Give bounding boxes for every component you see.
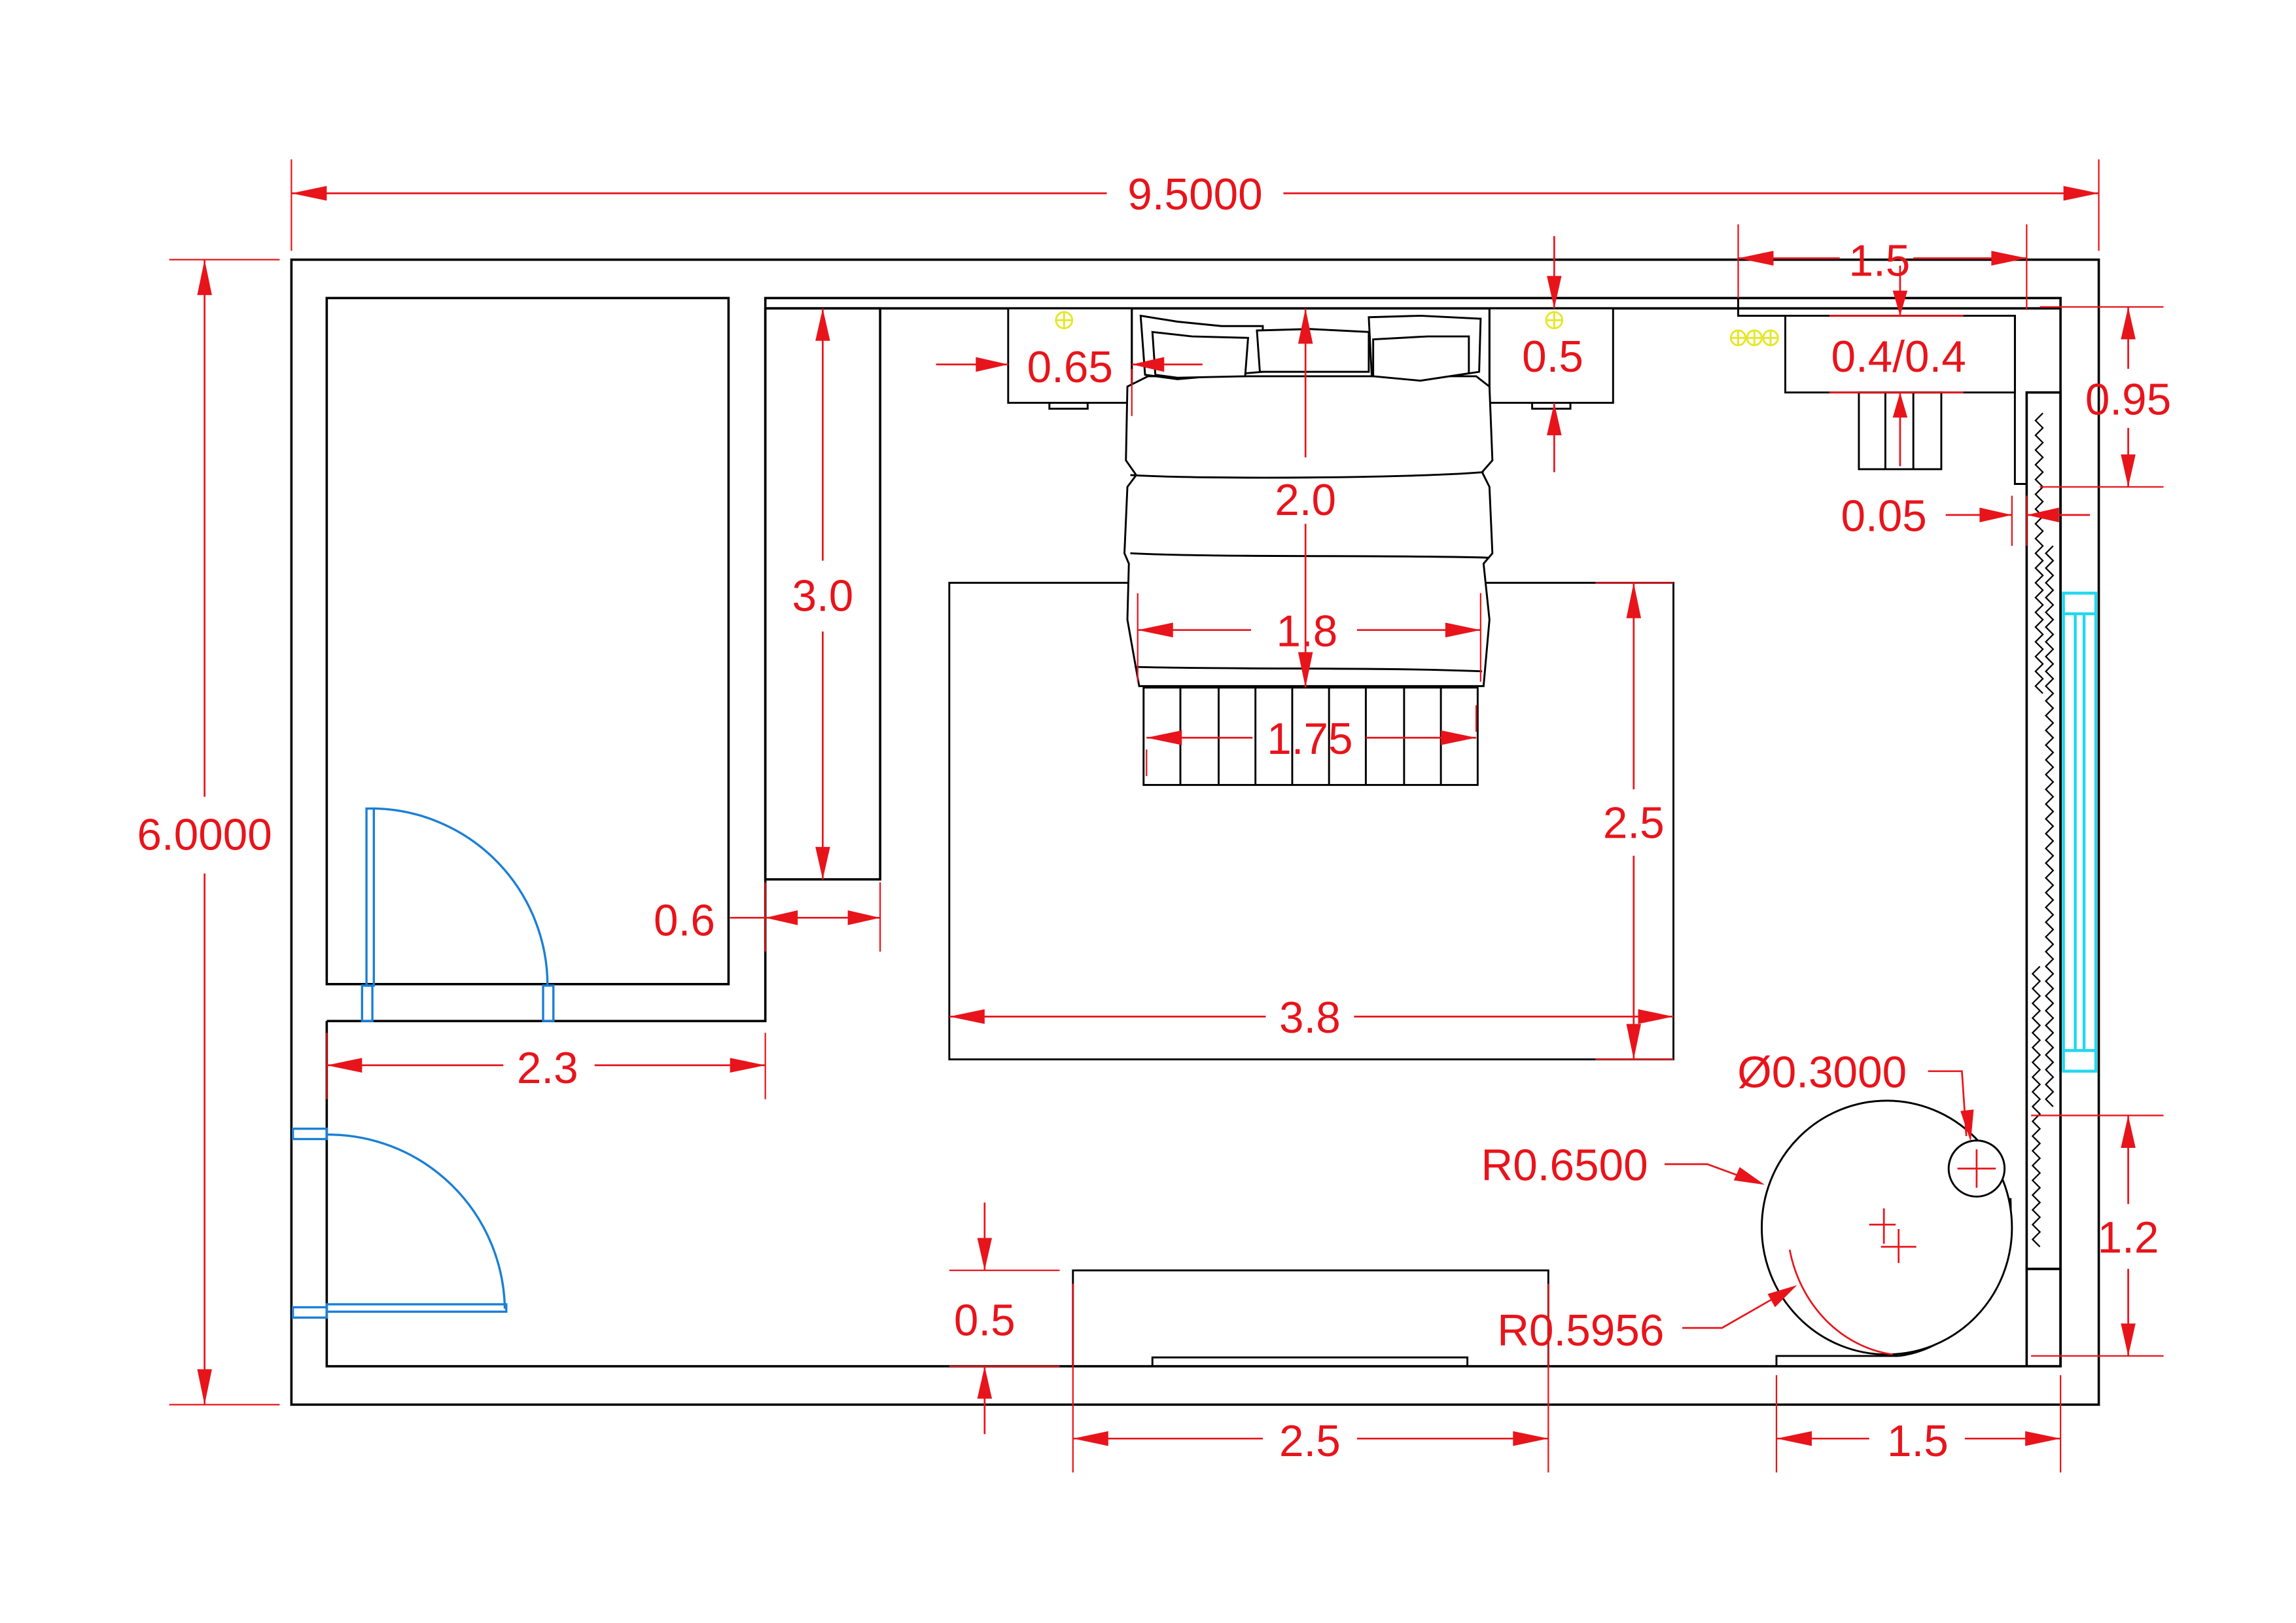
closet-door-leaf [365, 807, 376, 987]
dim-bed-width: 1.8 [1277, 607, 1338, 656]
dim-closet-width: 2.3 [517, 1044, 578, 1093]
lamp-icon [1545, 311, 1564, 330]
closet-door-swing [374, 807, 549, 986]
lamp-icon [1055, 311, 1074, 330]
dim-desk-length: 1.5 [1849, 237, 1911, 286]
dim-rug-width: 3.8 [1279, 993, 1341, 1043]
curtain-zigzag-2 [2045, 545, 2055, 1107]
closet-room [325, 296, 730, 986]
dim-wardrobe-length: 3.0 [792, 571, 853, 620]
dim-wardrobe-depth: 0.6 [654, 896, 715, 945]
pillow [1256, 328, 1370, 373]
window-frame [2062, 592, 2098, 1073]
desk-top [1784, 315, 2016, 394]
desk [1729, 298, 2027, 485]
curtain-zigzag-1 [2034, 412, 2044, 694]
dim-desk-side-depth: 0.95 [2085, 375, 2171, 424]
dim-rug-length: 2.5 [1603, 799, 1665, 848]
corner-cabinet [2025, 1268, 2062, 1368]
dim-overall-height: 6.0000 [137, 811, 272, 860]
entry-door[interactable] [291, 1128, 508, 1319]
bed [1123, 307, 1494, 687]
tv-cabinet [1072, 1269, 1549, 1368]
nightstand-left [1007, 307, 1133, 410]
dim-corner-cabinet-height: 1.2 [2098, 1213, 2159, 1262]
window [2062, 592, 2098, 1073]
dimension-lines [169, 159, 2164, 1473]
dimension-labels: 9.5000 6.0000 3.0 0.6 2.3 0.65 0.5 2.0 1… [137, 170, 2171, 1466]
tv [1151, 1356, 1469, 1368]
dim-bench-width: 1.75 [1267, 715, 1352, 764]
outer-wall [290, 258, 2100, 1406]
center-mark [1869, 1208, 1916, 1263]
dim-tv-cabinet-width: 2.5 [1279, 1417, 1341, 1466]
curtain-box [2025, 391, 2062, 1270]
dim-curtain-gap: 0.05 [1841, 492, 1927, 541]
armchair [1761, 1099, 2013, 1366]
curtain-zigzag-3 [2031, 965, 2041, 1247]
dim-overall-width: 9.5000 [1127, 170, 1262, 219]
curtain [2025, 391, 2062, 1368]
pillow [1372, 335, 1470, 382]
bench [1142, 687, 1479, 786]
dim-desk-size: 0.4/0.4 [1831, 332, 1966, 382]
dim-corner-width: 1.5 [1887, 1417, 1949, 1466]
dim-nightstand-depth: 0.5 [1522, 332, 1583, 382]
entry-door-swing [327, 1133, 506, 1309]
dim-armchair-inner-radius: R0.5956 [1497, 1306, 1664, 1355]
dim-armchair-outer-radius: R0.6500 [1481, 1141, 1648, 1190]
entry-door-leaf [325, 1303, 508, 1313]
pillow [1151, 330, 1250, 379]
desk-lights-icon [1729, 329, 1779, 347]
dim-nightstand-width: 0.65 [1027, 343, 1113, 392]
dim-bed-length: 2.0 [1275, 476, 1336, 525]
armchair-seat [1761, 1099, 2013, 1356]
dim-side-table-diameter: Ø0.3000 [1737, 1048, 1907, 1097]
closet-door[interactable] [361, 807, 555, 1022]
dim-tv-cabinet-depth: 0.5 [954, 1296, 1016, 1345]
